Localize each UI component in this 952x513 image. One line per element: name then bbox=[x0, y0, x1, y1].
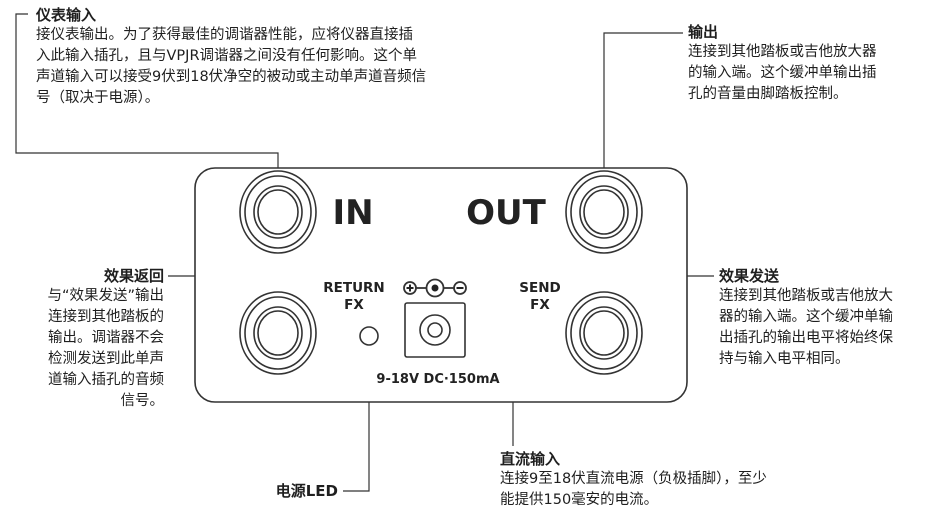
callout-fx-return: 效果返回 与“效果发送”输出 连接到其他踏板的 输出。调谐器不会 检测发送到此单… bbox=[2, 266, 164, 412]
callout-led-title: 电源LED bbox=[275, 482, 338, 500]
desc-line: 道输入插孔的音频 bbox=[48, 372, 164, 388]
callout-fx-send-title: 效果发送 bbox=[719, 267, 780, 285]
callout-output-desc: 连接到其他踏板或吉他放大器 的输入端。这个缓冲单输出插 孔的音量由脚踏板控制。 bbox=[688, 42, 948, 105]
out-label: OUT bbox=[466, 193, 547, 233]
callout-fx-send: 效果发送 连接到其他踏板或吉他放大 器的输入端。这个缓冲单输 出插孔的输出电平将… bbox=[719, 266, 951, 370]
return-label: RETURN bbox=[323, 280, 384, 296]
callout-output: 输出 连接到其他踏板或吉他放大器 的输入端。这个缓冲单输出插 孔的音量由脚踏板控… bbox=[688, 22, 948, 105]
desc-line: 检测发送到此单声 bbox=[48, 351, 164, 367]
dc-rating-label: 9-18V DC·150mA bbox=[376, 372, 499, 387]
return-fx-label: FX bbox=[344, 297, 364, 313]
desc-line: 连接到其他踏板的 bbox=[48, 309, 164, 325]
callout-input: 仪表输入 接仪表输出。为了获得最佳的调谐器性能，应将仪器直接插 入此输入插孔，且… bbox=[36, 5, 576, 109]
desc-line: 入此输入插孔，且与VPJR调谐器之间没有任何影响。这个单 bbox=[36, 48, 418, 64]
desc-line: 号（取决于电源）。 bbox=[36, 90, 160, 106]
callout-fx-send-desc: 连接到其他踏板或吉他放大 器的输入端。这个缓冲单输 出插孔的输出电平将始终保 持… bbox=[719, 286, 951, 370]
desc-line: 与“效果发送”输出 bbox=[47, 288, 164, 304]
input-jack bbox=[239, 170, 317, 254]
callout-dc-input: 直流输入 连接9至18伏直流电源（负极插脚），至少 能提供150毫安的电流。 bbox=[500, 449, 900, 511]
callout-dc-input-desc: 连接9至18伏直流电源（负极插脚），至少 能提供150毫安的电流。 bbox=[500, 469, 900, 511]
callout-fx-return-desc: 与“效果发送”输出 连接到其他踏板的 输出。调谐器不会 检测发送到此单声 道输入… bbox=[2, 286, 164, 412]
fx-send-jack bbox=[565, 291, 643, 375]
desc-line: 连接到其他踏板或吉他放大器 bbox=[688, 44, 877, 60]
desc-line: 能提供150毫安的电流。 bbox=[500, 492, 659, 508]
callout-input-desc: 接仪表输出。为了获得最佳的调谐器性能，应将仪器直接插 入此输入插孔，且与VPJR… bbox=[36, 25, 576, 109]
callout-dc-input-title: 直流输入 bbox=[500, 450, 561, 468]
callout-output-title: 输出 bbox=[688, 23, 719, 41]
desc-line: 持与输入电平相同。 bbox=[719, 351, 850, 367]
desc-line: 连接9至18伏直流电源（负极插脚），至少 bbox=[500, 471, 767, 487]
desc-line: 孔的音量由脚踏板控制。 bbox=[688, 86, 848, 102]
send-fx-label: FX bbox=[530, 297, 550, 313]
dc-jack bbox=[404, 302, 466, 358]
polarity-marks bbox=[406, 284, 464, 292]
desc-line: 器的输入端。这个缓冲单输 bbox=[719, 309, 893, 325]
leader-output bbox=[603, 32, 683, 168]
power-led bbox=[359, 326, 379, 346]
fx-return-jack bbox=[239, 291, 317, 375]
desc-line: 出插孔的输出电平将始终保 bbox=[719, 330, 893, 346]
desc-line: 连接到其他踏板或吉他放大 bbox=[719, 288, 893, 304]
output-jack bbox=[565, 170, 643, 254]
callout-led: 电源LED bbox=[220, 481, 338, 501]
desc-line: 接仪表输出。为了获得最佳的调谐器性能，应将仪器直接插 bbox=[36, 27, 413, 43]
callout-fx-return-title: 效果返回 bbox=[103, 267, 164, 285]
desc-line: 输出。调谐器不会 bbox=[48, 330, 164, 346]
desc-line: 的输入端。这个缓冲单输出插 bbox=[688, 65, 877, 81]
in-label: IN bbox=[332, 193, 373, 233]
leader-input bbox=[15, 13, 279, 168]
send-label: SEND bbox=[519, 280, 560, 296]
desc-line: 声道输入可以接受9伏到18伏净空的被动或主动单声道音频信 bbox=[36, 69, 427, 85]
desc-line: 信号。 bbox=[120, 393, 165, 409]
callout-input-title: 仪表输入 bbox=[36, 6, 97, 24]
